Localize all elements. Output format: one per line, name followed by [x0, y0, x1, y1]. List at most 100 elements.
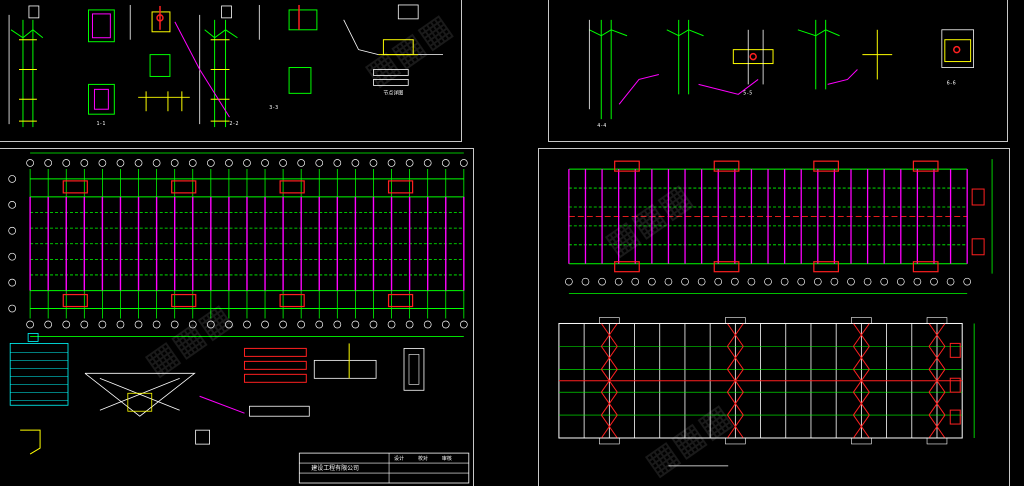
axis-bubble — [80, 320, 89, 329]
x-brace — [853, 414, 870, 439]
axis-bubble — [8, 278, 17, 287]
axis-bubble — [813, 277, 822, 286]
x-brace — [928, 368, 946, 393]
material-table — [9, 343, 69, 406]
axis-bubble — [26, 320, 34, 329]
bracing-mark — [62, 293, 88, 308]
section-detail — [20, 429, 41, 455]
svg-text:2-2: 2-2 — [230, 121, 239, 127]
x-brace — [600, 323, 618, 347]
axis-bubble — [134, 159, 143, 167]
axis-bubble — [631, 277, 640, 286]
axis-bubble — [116, 320, 125, 329]
bracing-mark — [713, 261, 740, 273]
axis-bubble — [764, 277, 772, 286]
axis-bubble — [170, 159, 179, 167]
axis-bubble — [8, 304, 17, 313]
detail-drawings-top-right: 4-4 5-5 6-6 — [588, 19, 975, 129]
bracing-mark — [813, 261, 839, 273]
detail-drawings-top-left: 1-1 2-2 节点详图 3-3 — [8, 4, 443, 127]
axis-bubble — [614, 277, 623, 286]
svg-text:4-4: 4-4 — [597, 123, 606, 129]
sheet-bottom-left: 建设工程有限公司设计校对审核 — [0, 148, 474, 486]
x-brace — [600, 346, 618, 370]
axis-bubble — [387, 320, 396, 329]
axis-bubble — [98, 159, 107, 167]
company-name: 建设工程有限公司 — [311, 464, 359, 472]
bracing-mark — [279, 180, 305, 194]
x-brace — [928, 346, 946, 370]
axis-bubble — [8, 226, 17, 235]
axis-bubble — [279, 320, 287, 329]
axis-bubble — [880, 277, 889, 286]
end-bracing — [949, 377, 961, 393]
axis-bubble — [8, 175, 17, 183]
axis-bubble — [351, 159, 360, 167]
bracing-mark — [171, 180, 197, 194]
end-bracing — [971, 188, 985, 206]
axis-bubble — [206, 320, 215, 329]
x-brace — [853, 391, 870, 416]
end-bracing — [971, 238, 985, 256]
axis-bubble — [730, 277, 739, 286]
red-section — [243, 347, 307, 357]
axis-bubble — [847, 277, 855, 286]
bracing-mark — [813, 160, 839, 172]
axis-bubble — [351, 320, 360, 329]
wall-bracing-plan — [558, 159, 993, 467]
axis-bubble — [797, 277, 806, 286]
axis-bubble — [8, 200, 17, 209]
x-brace — [928, 414, 946, 439]
x-brace — [600, 368, 618, 393]
x-brace — [853, 346, 870, 370]
roof-purlin-plan: 建设工程有限公司设计校对审核 — [8, 152, 470, 484]
bracing-mark — [62, 180, 88, 194]
axis-bubble — [170, 320, 179, 329]
title-row: 审核 — [442, 455, 452, 462]
title-block — [298, 452, 470, 484]
axis-bubble — [152, 159, 161, 167]
bracing-mark — [912, 160, 939, 172]
x-brace — [928, 323, 946, 347]
axis-bubble — [62, 159, 71, 167]
svg-text:6-6: 6-6 — [947, 80, 956, 86]
axis-bubble — [581, 277, 590, 286]
axis-bubble — [26, 159, 34, 167]
bracing-mark — [171, 293, 197, 308]
end-bracing — [949, 409, 961, 425]
x-brace — [853, 323, 870, 347]
axis-bubble — [441, 159, 450, 167]
axis-bubble — [315, 159, 324, 167]
axis-bubble — [261, 320, 269, 329]
end-bracing — [949, 342, 961, 358]
axis-bubble — [387, 159, 396, 167]
axis-bubble — [188, 320, 197, 329]
axis-bubble — [963, 277, 972, 286]
axis-bubble — [279, 159, 287, 167]
axis-bubble — [459, 159, 468, 167]
bracing-mark — [387, 293, 414, 308]
axis-bubble — [441, 320, 450, 329]
svg-text:节点详图: 节点详图 — [383, 89, 403, 96]
axis-bubble — [44, 320, 53, 329]
x-brace — [853, 368, 870, 393]
axis-bubble — [188, 159, 197, 167]
axis-bubble — [648, 277, 656, 286]
axis-bubble — [664, 277, 673, 286]
axis-bubble — [152, 320, 161, 329]
axis-bubble — [863, 277, 872, 286]
x-brace — [600, 414, 618, 439]
slab-detail — [313, 359, 377, 379]
bracing-mark — [713, 160, 740, 172]
axis-bubble — [830, 277, 839, 286]
axis-bubble — [747, 277, 756, 286]
axis-bubble — [369, 159, 378, 167]
x-brace — [726, 368, 744, 393]
axis-bubble — [206, 159, 215, 167]
bracing-mark — [279, 293, 305, 308]
axis-bubble — [423, 159, 432, 167]
axis-bubble — [780, 277, 789, 286]
axis-bubble — [44, 159, 53, 167]
x-brace — [600, 391, 618, 416]
red-section — [243, 360, 307, 370]
